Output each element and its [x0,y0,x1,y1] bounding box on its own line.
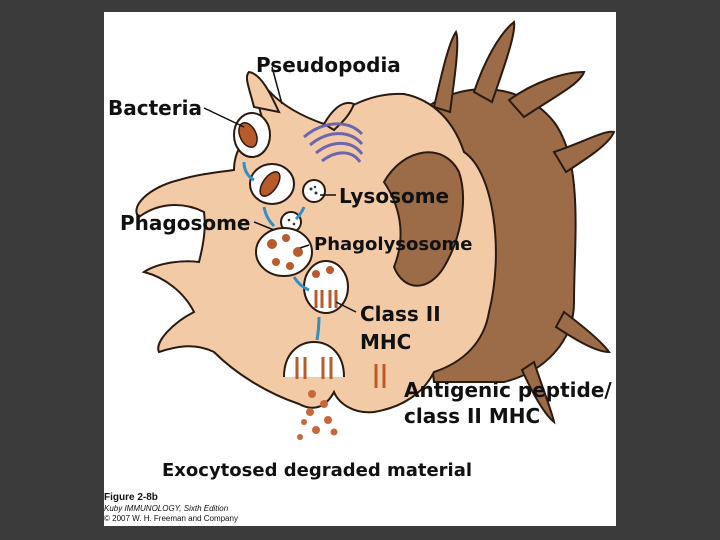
figure-panel: Pseudopodia Bacteria Lysosome Phagosome … [104,12,616,526]
exocytosis-vesicle [283,340,345,379]
label-exocytosed: Exocytosed degraded material [162,460,473,481]
caption-figure: Figure 2-8b [104,492,158,503]
leader-lines [203,66,357,313]
label-antigenic-line2: class II MHC [404,404,541,428]
label-class-ii-line1: Class II [360,302,441,326]
phagolysosome [255,227,313,277]
label-lysosome: Lysosome [339,184,450,208]
nucleus [382,151,465,287]
label-phagolysosome: Phagolysosome [314,234,473,255]
flow-arrows [242,161,321,341]
bacterium-engulfed [233,112,271,158]
mhc-loading-vesicle [303,260,349,314]
pseudopod-left [245,70,281,114]
phagocytosis-diagram [135,20,616,440]
label-pseudopodia: Pseudopodia [256,53,401,77]
label-phagosome: Phagosome [120,211,251,235]
golgi-apparatus [303,122,364,163]
lysosome [302,179,326,203]
exocytosed-particles [297,390,338,440]
label-class-ii-line2: MHC [360,330,412,354]
label-antigenic-line1: Antigenic peptide/ [404,378,612,402]
label-bacteria: Bacteria [108,96,202,120]
caption-copyright: © 2007 W. H. Freeman and Company [104,514,238,523]
phagosome [249,163,295,205]
caption-book: Kuby IMMUNOLOGY, Sixth Edition [104,504,229,513]
surface-mhc [374,364,386,388]
